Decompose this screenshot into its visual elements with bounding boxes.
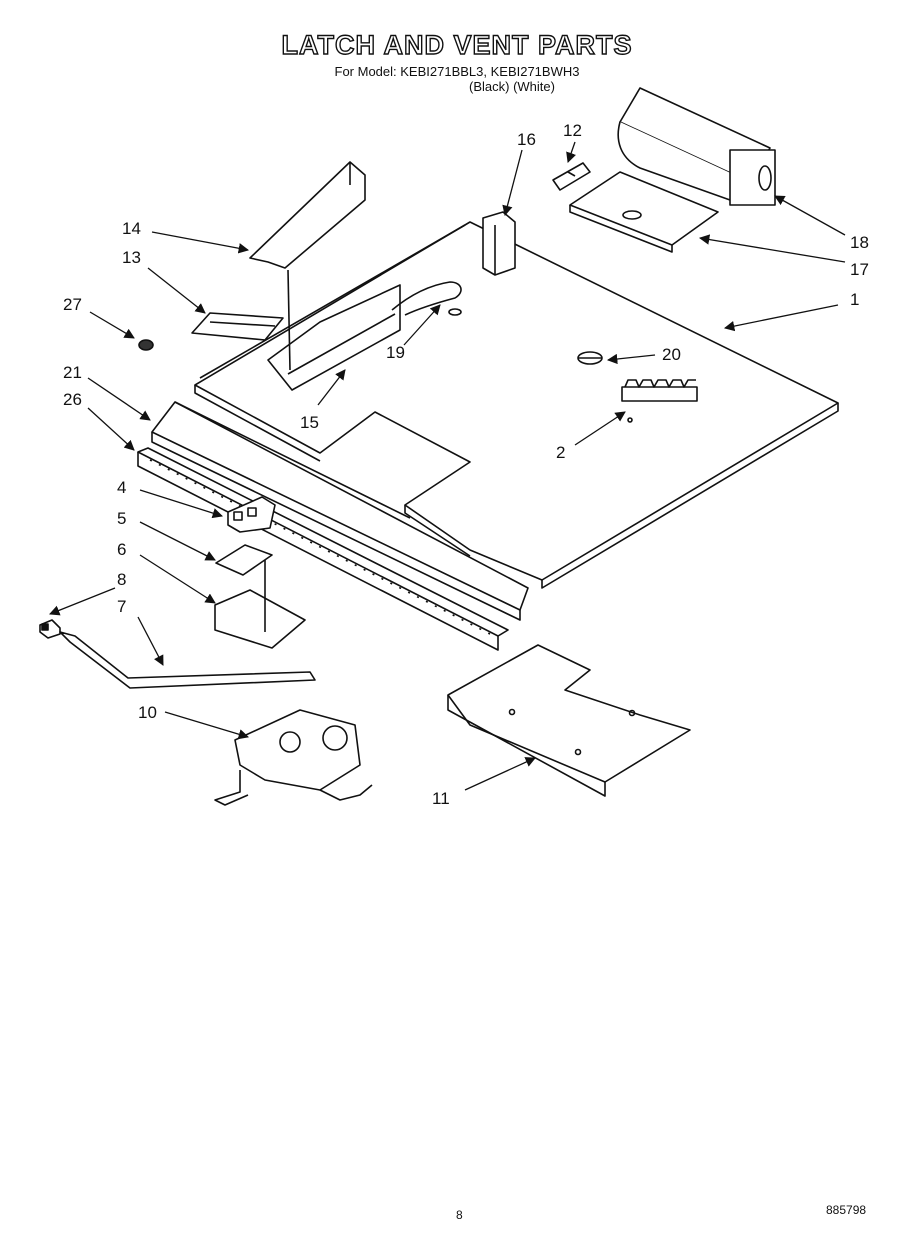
callout-14: 14 <box>122 219 141 238</box>
part-2-terminal-block <box>621 379 698 423</box>
leader-19 <box>403 304 441 346</box>
leader-10 <box>164 711 249 740</box>
part-21-front-trim <box>151 401 529 621</box>
models-line: For Model: KEBI271BBL3, KEBI271BWH3 <box>334 64 580 79</box>
leader-13 <box>147 267 206 314</box>
part-14-vent-cover <box>249 161 366 371</box>
part-13-vent-plate <box>191 312 284 341</box>
callout-21: 21 <box>63 363 82 382</box>
part-27-grommet <box>138 339 154 351</box>
leader-11 <box>464 757 536 791</box>
callout-15: 15 <box>300 413 319 432</box>
leader-26 <box>87 407 135 451</box>
callout-1: 1 <box>850 290 859 309</box>
part-7-latch-arm <box>59 631 316 689</box>
leader-20 <box>606 353 656 365</box>
leader-8 <box>49 587 116 616</box>
part-20-clip <box>577 351 603 365</box>
model-subtitle: For Model: KEBI271BBL3, KEBI271BWH3 (Bla… <box>0 64 914 94</box>
callout-6: 6 <box>117 540 126 559</box>
callout-13: 13 <box>122 248 141 267</box>
part-8-latch-link <box>39 619 61 639</box>
part-10-latch-assembly <box>214 709 373 806</box>
leader-1 <box>723 304 839 332</box>
leader-6 <box>139 554 216 604</box>
document-code: 885798 <box>826 1203 867 1217</box>
part-18-blower-motor <box>617 87 776 206</box>
part-11-bottom-panel <box>447 644 691 797</box>
page-number: 8 <box>456 1208 463 1222</box>
callout-20: 20 <box>662 345 681 364</box>
part-17-vent-bracket <box>569 171 719 253</box>
callout-26: 26 <box>63 390 82 409</box>
leader-14 <box>151 231 250 254</box>
callout-19: 19 <box>386 343 405 362</box>
part-5-insulator <box>215 544 273 576</box>
part-12-clip <box>552 162 591 191</box>
callout-27: 27 <box>63 295 82 314</box>
callout-labels: 1 2 4 5 6 7 8 10 11 12 13 14 15 16 17 18… <box>63 121 869 808</box>
part-26-front-rail <box>137 447 509 651</box>
callout-5: 5 <box>117 509 126 528</box>
part-15-vent-duct <box>267 284 401 391</box>
leader-18 <box>774 195 846 236</box>
part-6-switch-cover <box>214 560 306 649</box>
part-4-latch-switch <box>227 496 276 533</box>
leader-15 <box>317 369 346 406</box>
leader-12 <box>566 141 577 163</box>
leader-16 <box>502 149 523 217</box>
callout-4: 4 <box>117 478 126 497</box>
callout-7: 7 <box>117 597 126 616</box>
leader-lines <box>49 141 846 791</box>
leader-21 <box>87 377 151 421</box>
callout-12: 12 <box>563 121 582 140</box>
leader-27 <box>89 311 135 339</box>
callout-17: 17 <box>850 260 869 279</box>
callout-10: 10 <box>138 703 157 722</box>
part-1-top-panel <box>194 221 839 589</box>
callout-11: 11 <box>432 789 450 808</box>
diagram-title: LATCH AND VENT PARTS <box>281 29 633 60</box>
callout-16: 16 <box>517 130 536 149</box>
leader-7 <box>137 616 164 666</box>
callout-2: 2 <box>556 443 565 462</box>
leader-17 <box>698 234 846 263</box>
colors-line: (Black) (White) <box>469 79 555 94</box>
part-16-bracket <box>482 211 516 276</box>
leader-4 <box>139 489 223 519</box>
leader-5 <box>139 521 216 561</box>
callout-18: 18 <box>850 233 869 252</box>
leader-2 <box>574 411 626 446</box>
callout-8: 8 <box>117 570 126 589</box>
